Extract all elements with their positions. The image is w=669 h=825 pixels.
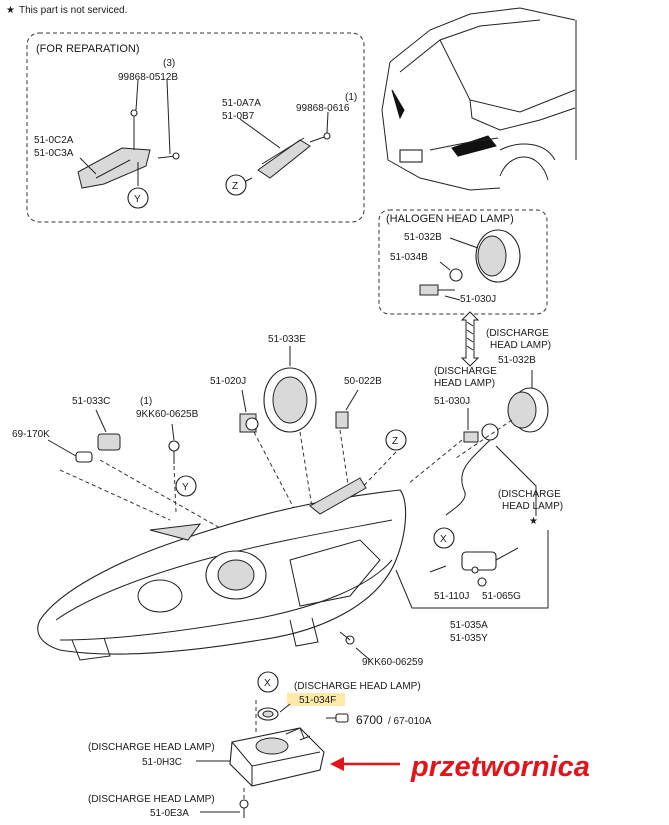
- label-51-0e3a: 51-0E3A: [150, 808, 189, 819]
- gasket-ring: [257, 703, 291, 721]
- label-discharge-b-1: (DISCHARGE: [434, 366, 497, 377]
- discharge-cap: [507, 370, 549, 433]
- label-51-033e: 51-033E: [268, 334, 306, 345]
- repair-bracket-z: [239, 111, 331, 183]
- ref-z-label-top: Z: [232, 181, 238, 192]
- highlight-51-034f: [287, 693, 345, 706]
- label-50-022b: 50-022B: [344, 376, 382, 387]
- arrow-left-icon: [330, 757, 400, 771]
- reparation-box: [26, 32, 365, 223]
- label-51-030j-halogen: 51-030J: [460, 294, 496, 305]
- halogen-cap: [449, 229, 521, 283]
- ref-x-circle-bottom: [257, 671, 279, 693]
- label-51-0a7a: 51-0A7A: [222, 98, 261, 109]
- halogen-box: [378, 209, 548, 315]
- seal-ring: [263, 346, 317, 433]
- label-51-0h3c: 51-0H3C: [142, 757, 182, 768]
- ref-z-circle-top: [225, 174, 247, 196]
- label-51-030j-discharge: 51-030J: [434, 396, 470, 407]
- label-discharge-b-2: HEAD LAMP): [434, 378, 495, 389]
- d-bulb: [429, 547, 519, 587]
- label-discharge-a-2: HEAD LAMP): [490, 340, 551, 351]
- qty-1-b: (1): [140, 396, 152, 407]
- label-99868-0512b: 99868-0512B: [118, 72, 178, 83]
- star-icon-discharge: ★: [529, 516, 538, 527]
- qty-3: (3): [163, 58, 175, 69]
- star-icon: ★: [6, 5, 15, 16]
- label-51-034b: 51-034B: [390, 252, 428, 263]
- ref-x-circle-mid: [433, 527, 455, 549]
- ref-x-label-mid: X: [440, 534, 447, 545]
- ref-y-label-mid: Y: [182, 482, 189, 493]
- legend-note: This part is not serviced.: [19, 5, 127, 16]
- ref-z-circle-mid: [385, 429, 407, 451]
- label-51-110j: 51-110J: [434, 591, 469, 602]
- label-discharge-c-2: HEAD LAMP): [502, 501, 563, 512]
- car-front-illustration: [381, 7, 577, 191]
- label-51-065g: 51-065G: [482, 591, 521, 602]
- label-51-035y: 51-035Y: [450, 633, 488, 644]
- ballast-unit: [229, 727, 325, 787]
- label-51-0c3a: 51-0C3A: [34, 148, 74, 159]
- label-67-010a: / 67-010A: [388, 716, 432, 727]
- label-discharge-d: (DISCHARGE HEAD LAMP): [294, 681, 421, 692]
- discharge-socket: [445, 408, 499, 516]
- label-51-0b7: 51-0B7: [222, 111, 255, 122]
- ref-y-circle-top: [127, 187, 149, 209]
- side-bulb: [335, 389, 359, 429]
- bulb-icon: [419, 261, 463, 301]
- qty-1-a: (1): [345, 92, 357, 103]
- label-9kk60-0625b: 9KK60-0625B: [136, 409, 199, 420]
- label-9kk60-06259: 9KK60-06259: [362, 657, 424, 668]
- bolt-icon: [168, 423, 180, 464]
- mount-bolt: [339, 631, 371, 661]
- label-51-034f: 51-034F: [299, 695, 336, 706]
- ballast-screw: [200, 788, 249, 818]
- label-6700: 6700: [356, 713, 383, 727]
- double-arrow-connector: [460, 311, 480, 367]
- label-51-035a: 51-035A: [450, 620, 488, 631]
- label-51-032b-discharge: 51-032B: [498, 355, 536, 366]
- halogen-title: (HALOGEN HEAD LAMP): [386, 213, 514, 225]
- label-51-032b-halogen: 51-032B: [404, 232, 442, 243]
- reparation-title: (FOR REPARATION): [36, 43, 139, 55]
- callout-przetwornica: przetwornica: [410, 751, 590, 783]
- ref-x-label-bottom: X: [264, 678, 271, 689]
- position-bulb-socket: [239, 389, 259, 433]
- headlamp-assembly: [37, 477, 407, 661]
- repair-bracket-y: [77, 79, 180, 189]
- label-51-033c: 51-033C: [72, 396, 110, 407]
- label-69-170k: 69-170K: [12, 429, 50, 440]
- label-discharge-e: (DISCHARGE HEAD LAMP): [88, 742, 215, 753]
- label-discharge-f: (DISCHARGE HEAD LAMP): [88, 794, 215, 805]
- turn-bulb-socket: [95, 409, 121, 451]
- label-99868-0616: 99868-0616: [296, 103, 350, 114]
- connector-plug: [326, 713, 349, 723]
- ref-z-label-mid: Z: [392, 436, 398, 447]
- ref-y-circle-mid: [175, 475, 197, 497]
- ref-y-label-top: Y: [134, 194, 141, 205]
- label-51-0c2a: 51-0C2A: [34, 135, 74, 146]
- label-discharge-c-1: (DISCHARGE: [498, 489, 561, 500]
- wedge-bulb: [47, 439, 93, 463]
- label-51-020j: 51-020J: [210, 376, 246, 387]
- headlamp-leader: [395, 530, 549, 609]
- label-discharge-a-1: (DISCHARGE: [486, 328, 549, 339]
